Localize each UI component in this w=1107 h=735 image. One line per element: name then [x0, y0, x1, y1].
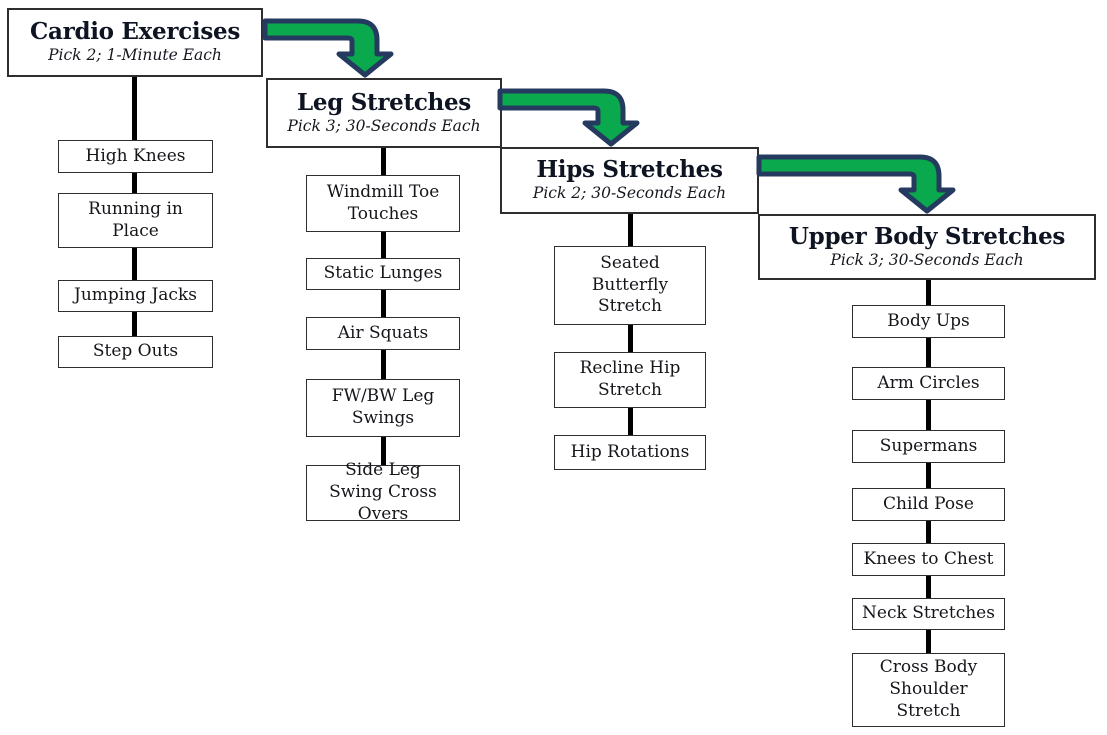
item-body-ups: Body Ups	[852, 305, 1005, 338]
item-label: High Knees	[85, 145, 186, 166]
item-label: Supermans	[879, 435, 978, 456]
curved-arrow-cardio-to-leg-icon	[262, 18, 394, 78]
item-windmill-toe-touches: Windmill Toe Touches	[306, 175, 460, 232]
item-jumping-jacks: Jumping Jacks	[58, 280, 213, 312]
item-label: Static Lunges	[323, 263, 443, 284]
item-label: Hip Rotations	[570, 441, 690, 462]
header-title: Leg Stretches	[297, 88, 471, 116]
header-hips-stretches: Hips Stretches Pick 2; 30-Seconds Each	[500, 147, 759, 214]
item-label: Arm Circles	[877, 372, 980, 393]
item-label: Seated Butterfly Stretch	[591, 252, 669, 317]
item-side-leg-swing-cross-overs: Side Leg Swing Cross Overs	[306, 460, 460, 524]
item-label: Cross Body Shoulder Stretch	[879, 657, 978, 721]
item-label: Knees to Chest	[863, 548, 994, 569]
item-label: Child Pose	[883, 493, 974, 514]
item-label: Neck Stretches	[862, 603, 995, 624]
item-arm-circles: Arm Circles	[852, 367, 1005, 400]
item-label: FW/BW Leg Swings	[331, 386, 435, 428]
item-label: Air Squats	[337, 322, 429, 343]
header-subtitle: Pick 2; 30-Seconds Each	[532, 184, 727, 203]
item-recline-hip-stretch: Recline Hip Stretch	[554, 352, 706, 408]
item-neck-stretches: Neck Stretches	[852, 598, 1005, 630]
connector-line-upper	[926, 278, 931, 655]
item-child-pose: Child Pose	[852, 488, 1005, 521]
curved-arrow-leg-to-hips-icon	[497, 88, 640, 147]
header-cardio-exercises: Cardio Exercises Pick 2; 1-Minute Each	[7, 8, 263, 77]
header-subtitle: Pick 2; 1-Minute Each	[48, 46, 222, 65]
header-title: Hips Stretches	[536, 156, 723, 184]
item-high-knees: High Knees	[58, 140, 213, 173]
header-upper-body-stretches: Upper Body Stretches Pick 3; 30-Seconds …	[758, 214, 1096, 280]
header-subtitle: Pick 3; 30-Seconds Each	[830, 250, 1024, 269]
header-subtitle: Pick 3; 30-Seconds Each	[287, 116, 481, 135]
header-title: Upper Body Stretches	[788, 222, 1066, 250]
item-static-lunges: Static Lunges	[306, 258, 460, 290]
item-seated-butterfly-stretch: Seated Butterfly Stretch	[554, 246, 706, 325]
curved-arrow-hips-to-upper-icon	[756, 154, 956, 214]
item-supermans: Supermans	[852, 430, 1005, 463]
item-label: Windmill Toe Touches	[326, 181, 440, 224]
item-label: Body Ups	[887, 310, 970, 331]
item-fw-bw-leg-swings: FW/BW Leg Swings	[306, 379, 460, 437]
connector-line-leg	[381, 146, 386, 467]
item-hip-rotations: Hip Rotations	[554, 435, 706, 470]
item-label: Jumping Jacks	[74, 285, 197, 306]
header-leg-stretches: Leg Stretches Pick 3; 30-Seconds Each	[266, 78, 502, 148]
header-title: Cardio Exercises	[30, 18, 240, 46]
item-running-in-place: Running in Place	[58, 193, 213, 248]
item-air-squats: Air Squats	[306, 317, 460, 350]
item-label: Step Outs	[92, 341, 179, 362]
item-cross-body-shoulder-stretch: Cross Body Shoulder Stretch	[852, 653, 1005, 727]
item-label: Running in Place	[88, 198, 183, 241]
item-label: Side Leg Swing Cross Overs	[329, 460, 437, 524]
item-step-outs: Step Outs	[58, 336, 213, 368]
item-knees-to-chest: Knees to Chest	[852, 543, 1005, 576]
item-label: Recline Hip Stretch	[579, 358, 681, 400]
